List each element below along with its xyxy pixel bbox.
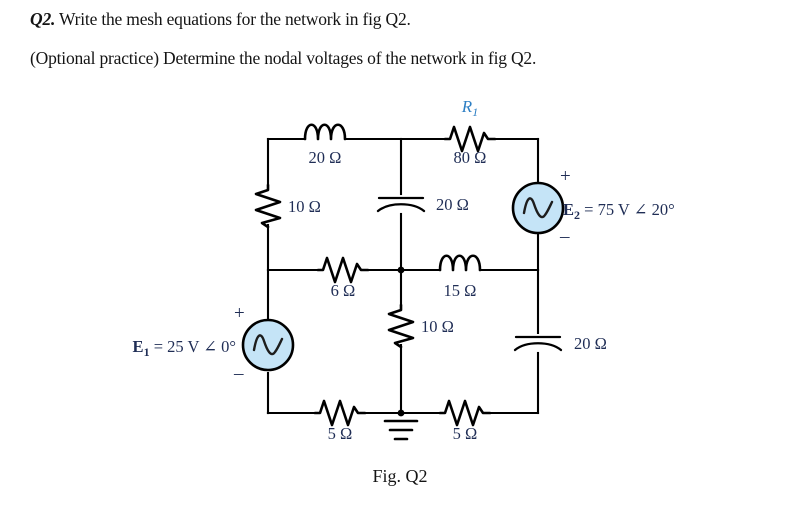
e2-label: E2 = 75 V ∠ 20° [563, 200, 675, 222]
node-dot-center-middle [397, 266, 405, 274]
resistor-5-ohm-left-label: 5 Ω [328, 424, 353, 443]
question-line-2: (Optional practice) Determine the nodal … [30, 48, 537, 68]
question-line-1: Q2. Write the mesh equations for the net… [30, 9, 411, 30]
resistor-5-ohm-right-label: 5 Ω [453, 424, 478, 443]
resistor-80-ohm [443, 125, 497, 153]
resistor-5-ohm-left [313, 399, 367, 427]
e2-minus-sign: – [559, 226, 570, 247]
resistor-r1-reference: R1 [461, 97, 478, 119]
resistor-5-ohm-right [438, 399, 492, 427]
capacitor-20-ohm-upper [376, 196, 426, 213]
e1-label: E1 = 25 V ∠ 0° [133, 337, 236, 359]
node-dot-ground [397, 409, 405, 417]
circuit-diagram: 20 Ω R1 80 Ω 10 Ω 20 Ω + – E2 = 75 V ∠ 2… [0, 90, 797, 515]
inductor-15-ohm [438, 254, 482, 272]
figure-caption: Fig. Q2 [372, 466, 427, 486]
voltage-source-e1 [241, 318, 295, 372]
capacitor-20-ohm-upper-label: 20 Ω [436, 195, 469, 214]
e1-minus-sign: – [233, 363, 244, 384]
question-line-1-text: Write the mesh equations for the network… [55, 9, 411, 29]
voltage-source-e2 [511, 181, 565, 235]
resistor-10-ohm-center-label: 10 Ω [421, 317, 454, 336]
resistor-10-ohm-left [254, 183, 282, 229]
inductor-20-ohm [303, 123, 347, 141]
e1-plus-sign: + [234, 303, 245, 324]
inductor-15-ohm-label: 15 Ω [444, 281, 477, 300]
capacitor-20-ohm-right-label: 20 Ω [574, 334, 607, 353]
question-tag: Q2. [30, 9, 56, 29]
resistor-10-ohm-left-label: 10 Ω [288, 197, 321, 216]
ground-symbol [383, 419, 419, 441]
resistor-6-ohm [316, 256, 370, 284]
resistor-80-ohm-label: 80 Ω [454, 148, 487, 167]
e2-plus-sign: + [560, 166, 571, 187]
resistor-6-ohm-label: 6 Ω [331, 281, 356, 300]
inductor-20-ohm-label: 20 Ω [309, 148, 342, 167]
resistor-10-ohm-center [387, 303, 415, 349]
capacitor-20-ohm-right [513, 335, 563, 352]
